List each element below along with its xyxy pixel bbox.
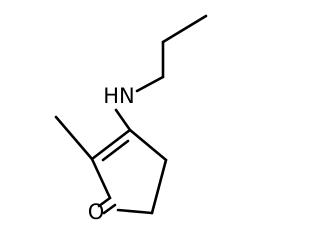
bond-propyl-c3-c2 <box>161 14 208 44</box>
bond-ring-c4-c5 <box>150 158 168 215</box>
bond-carbonyl-b <box>102 203 117 215</box>
bond-ring-c1-c2 <box>90 157 112 200</box>
bond-ring-c5-c1 <box>116 208 154 215</box>
bond-carbonyl-a <box>97 196 112 208</box>
atom-label-nitrogen: HN <box>103 84 135 108</box>
bond-n-ring-c3 <box>114 108 132 132</box>
atom-label-oxygen: O <box>88 200 105 224</box>
bond-methyl <box>54 115 94 161</box>
molecule-structure: HN O <box>54 14 208 224</box>
bond-ring-c2-c3-inner <box>101 139 130 162</box>
bond-ring-c2-c3 <box>90 128 132 161</box>
bond-propyl-c1-n <box>135 75 165 93</box>
bond-ring-c3-c4 <box>128 128 168 162</box>
